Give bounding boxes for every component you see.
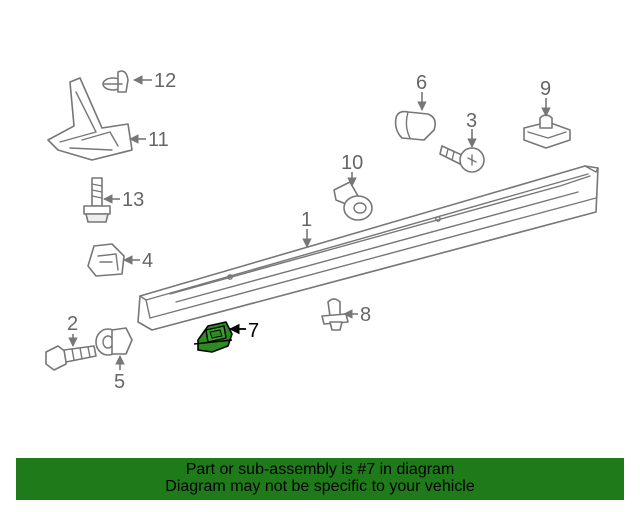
part-6-clip — [394, 110, 436, 141]
part-9-clip-nut — [523, 114, 571, 149]
callout-8: 8 — [360, 304, 371, 326]
callout-5: 5 — [114, 371, 125, 393]
part-11-bracket — [47, 77, 133, 161]
part-1-rocker-panel — [137, 165, 599, 331]
callout-3: 3 — [466, 110, 477, 132]
callout-9: 9 — [540, 78, 551, 100]
part-12-push-clip — [102, 70, 129, 93]
callout-13: 13 — [122, 189, 144, 211]
part-5-nut — [95, 327, 133, 356]
part-13-bolt — [83, 177, 111, 223]
part-2-bolt — [45, 345, 97, 371]
callout-11: 11 — [148, 129, 169, 151]
part-7-highlighted-clip[interactable] — [193, 321, 233, 353]
banner-line-1: Part or sub-assembly is #7 in diagram — [185, 461, 455, 478]
callout-2: 2 — [67, 313, 78, 335]
banner-line-2: Diagram may not be specific to your vehi… — [165, 478, 475, 495]
callout-1: 1 — [301, 209, 312, 231]
callout-10: 10 — [341, 152, 363, 174]
callout-12: 12 — [154, 70, 176, 92]
part-3-screw — [439, 145, 485, 173]
info-banner: Part or sub-assembly is #7 in diagram Di… — [16, 458, 624, 500]
part-8-push-clip — [321, 298, 349, 331]
callout-4: 4 — [142, 250, 153, 272]
callout-6: 6 — [416, 72, 427, 94]
part-4-clip-nut — [87, 243, 125, 277]
callout-7: 7 — [248, 320, 259, 342]
part-10-clip — [333, 181, 373, 221]
